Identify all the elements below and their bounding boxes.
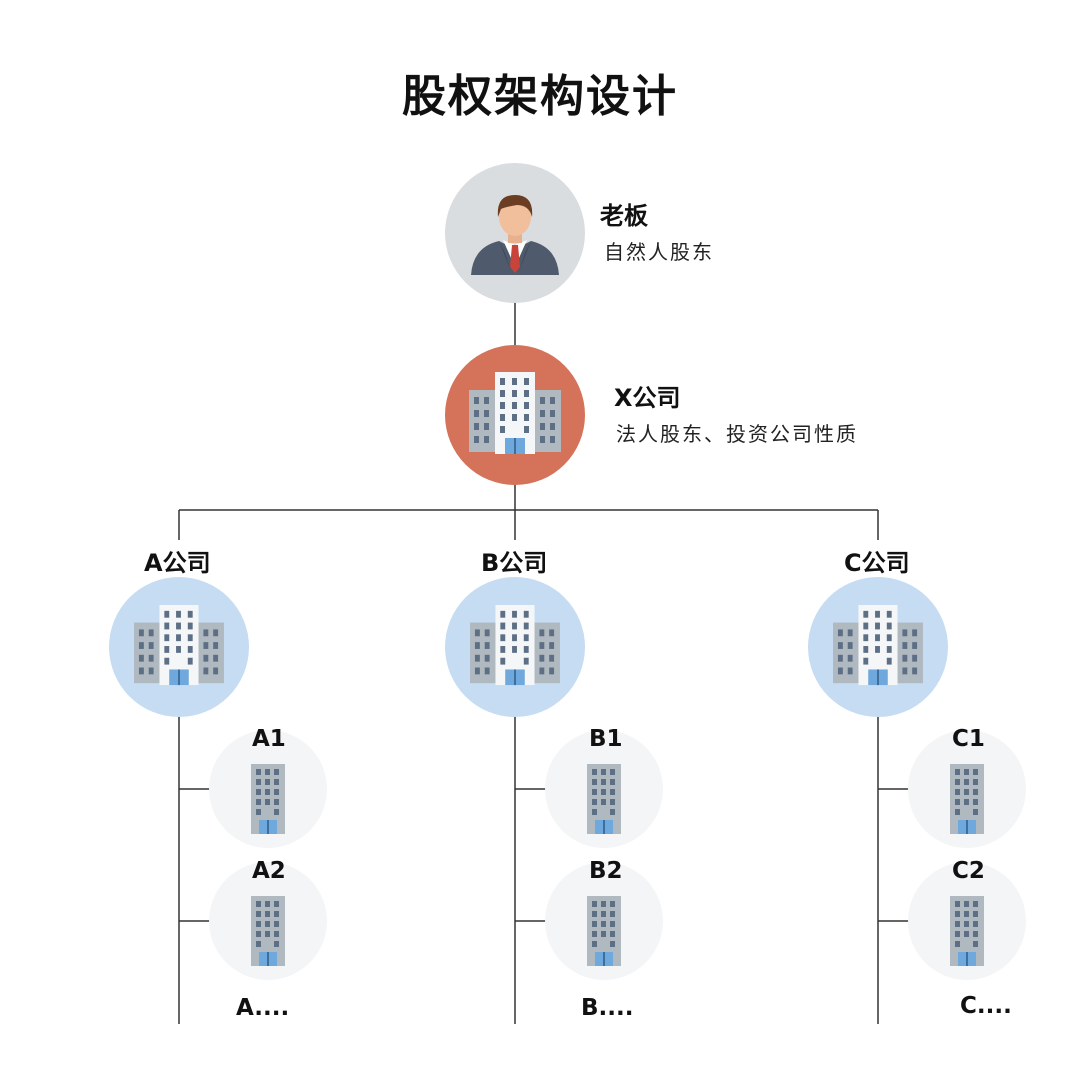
company-a-more: A.... (236, 995, 290, 1021)
company-b-more: B.... (581, 995, 634, 1021)
sub-c2-node (908, 862, 1026, 980)
office-buildings-icon (470, 605, 560, 686)
sub-b2-node (545, 862, 663, 980)
building-icon (587, 896, 621, 966)
sub-b1-node (545, 730, 663, 848)
company-c-name: C公司 (844, 549, 910, 577)
sub-a2-node (209, 862, 327, 980)
building-icon (950, 764, 984, 834)
sub-c1-label: C1 (952, 726, 985, 752)
holding-desc: 法人股东、投资公司性质 (616, 422, 858, 446)
boss-name: 老板 (600, 202, 648, 230)
building-icon (587, 764, 621, 834)
office-buildings-icon (833, 605, 923, 686)
sub-a1-node (209, 730, 327, 848)
businessman-icon (471, 195, 559, 275)
holding-node (445, 345, 585, 485)
sub-b2-label: B2 (589, 858, 623, 884)
sub-c1-node (908, 730, 1026, 848)
company-c-more: C.... (960, 993, 1012, 1019)
sub-a1-label: A1 (252, 726, 286, 752)
company-b-name: B公司 (481, 549, 548, 577)
sub-c2-label: C2 (952, 858, 985, 884)
building-icon (251, 896, 285, 966)
sub-a2-label: A2 (252, 858, 286, 884)
building-icon (251, 764, 285, 834)
office-buildings-icon (469, 372, 561, 454)
diagram-title: 股权架构设计 (402, 71, 678, 122)
company-b-node (445, 577, 585, 717)
building-icon (950, 896, 984, 966)
sub-b1-label: B1 (589, 726, 623, 752)
company-a-node (109, 577, 249, 717)
boss-desc: 自然人股东 (604, 240, 714, 264)
boss-node (445, 163, 585, 303)
holding-name: X公司 (614, 384, 681, 412)
company-a-name: A公司 (144, 549, 211, 577)
office-buildings-icon (134, 605, 224, 686)
company-c-node (808, 577, 948, 717)
